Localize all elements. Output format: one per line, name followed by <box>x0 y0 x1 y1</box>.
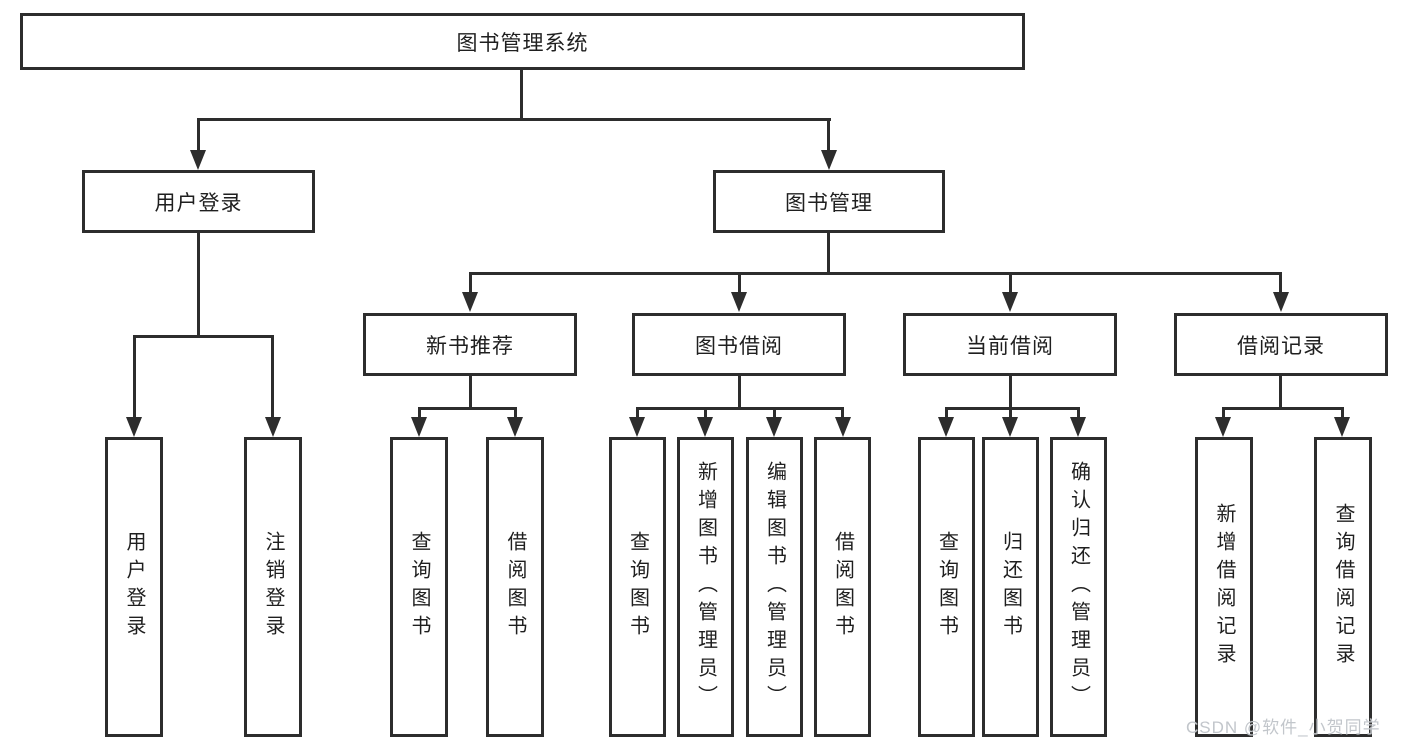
connector-borrow-records-bus <box>1222 407 1343 410</box>
arrow-into-nb-query <box>411 417 427 437</box>
leaf-nb-borrow-books-label: 借阅图书 <box>504 531 526 643</box>
arrow-into-new-book <box>462 292 478 312</box>
connector-drop-book-borrow <box>738 272 741 293</box>
connector-drop-borrow-records <box>1279 272 1282 293</box>
node-book-management: 图书管理 <box>713 170 945 233</box>
node-user-login: 用户登录 <box>82 170 315 233</box>
connector-drop-bb-add <box>704 407 707 419</box>
node-library-system: 图书管理系统 <box>20 13 1025 70</box>
node-book-management-label: 图书管理 <box>785 191 873 215</box>
connector-drop-nb-query <box>418 407 421 419</box>
node-borrow-records-label: 借阅记录 <box>1237 334 1325 358</box>
leaf-bb-borrow-books: 借阅图书 <box>814 437 871 737</box>
connector-drop-br-query <box>1341 407 1344 419</box>
arrow-into-borrow-records <box>1273 292 1289 312</box>
connector-book-management-bus <box>469 272 1282 275</box>
connector-new-book-stem <box>469 376 472 407</box>
connector-book-management-stem <box>827 233 830 272</box>
leaf-bb-borrow-books-label: 借阅图书 <box>831 531 854 643</box>
node-current-borrow-label: 当前借阅 <box>966 334 1054 358</box>
leaf-bb-query-books: 查询图书 <box>609 437 666 737</box>
node-book-borrow: 图书借阅 <box>632 313 846 376</box>
leaf-cb-return-books-label: 归还图书 <box>999 531 1022 643</box>
connector-drop-bb-edit <box>773 407 776 419</box>
node-new-book-recommend: 新书推荐 <box>363 313 577 376</box>
leaf-br-add-record: 新增借阅记录 <box>1195 437 1253 737</box>
connector-drop-new-book <box>469 272 472 293</box>
arrow-into-book-borrow <box>731 292 747 312</box>
leaf-logout: 注销登录 <box>244 437 302 737</box>
connector-drop-book-management <box>827 118 830 152</box>
arrow-into-cb-confirm <box>1070 417 1086 437</box>
arrow-into-current-borrow <box>1002 292 1018 312</box>
leaf-nb-query-books: 查询图书 <box>390 437 448 737</box>
csdn-watermark: CSDN @软件_小贺同学 <box>1186 718 1381 737</box>
arrow-into-login-leaf <box>126 417 142 437</box>
connector-current-borrow-stem <box>1009 376 1012 407</box>
connector-current-borrow-bus <box>945 407 1080 410</box>
node-user-login-label: 用户登录 <box>154 191 243 215</box>
node-book-borrow-label: 图书借阅 <box>695 334 783 358</box>
node-new-book-recommend-label: 新书推荐 <box>426 334 514 358</box>
connector-drop-current-borrow <box>1009 272 1012 293</box>
leaf-user-login: 用户登录 <box>105 437 163 737</box>
leaf-cb-return-books: 归还图书 <box>982 437 1039 737</box>
leaf-nb-query-books-label: 查询图书 <box>408 531 430 643</box>
leaf-bb-add-books-admin: 新增图书（管理员） <box>677 437 734 737</box>
arrow-into-user-login <box>190 150 206 170</box>
leaf-bb-edit-books-admin-label: 编辑图书（管理员） <box>763 461 786 713</box>
connector-user-login-stem <box>197 233 200 335</box>
connector-borrow-records-stem <box>1279 376 1282 407</box>
connector-drop-bb-query <box>636 407 639 419</box>
leaf-br-query-record: 查询借阅记录 <box>1314 437 1372 737</box>
leaf-bb-query-books-label: 查询图书 <box>626 531 649 643</box>
connector-drop-user-login <box>197 118 200 152</box>
leaf-logout-label: 注销登录 <box>262 531 284 643</box>
arrow-into-logout-leaf <box>265 417 281 437</box>
arrow-into-cb-return <box>1002 417 1018 437</box>
node-current-borrow: 当前借阅 <box>903 313 1117 376</box>
leaf-br-query-record-label: 查询借阅记录 <box>1332 503 1354 671</box>
connector-drop-br-add <box>1222 407 1225 419</box>
connector-book-borrow-stem <box>738 376 741 407</box>
connector-drop-login-leaf <box>133 335 136 417</box>
connector-drop-cb-query <box>945 407 948 419</box>
connector-drop-cb-return <box>1009 407 1012 419</box>
leaf-br-add-record-label: 新增借阅记录 <box>1213 503 1235 671</box>
leaf-user-login-label: 用户登录 <box>123 531 145 643</box>
arrow-into-book-management <box>821 150 837 170</box>
node-library-system-label: 图书管理系统 <box>456 31 589 55</box>
leaf-bb-add-books-admin-label: 新增图书（管理员） <box>694 461 717 713</box>
leaf-nb-borrow-books: 借阅图书 <box>486 437 544 737</box>
leaf-cb-query-books-label: 查询图书 <box>935 531 958 643</box>
connector-root-bus <box>197 118 831 121</box>
leaf-cb-confirm-return-admin-label: 确认归还（管理员） <box>1067 461 1090 713</box>
arrow-into-bb-add <box>697 417 713 437</box>
connector-drop-nb-borrow <box>514 407 517 419</box>
connector-user-login-bus <box>133 335 274 338</box>
connector-book-borrow-bus <box>636 407 844 410</box>
leaf-bb-edit-books-admin: 编辑图书（管理员） <box>746 437 803 737</box>
arrow-into-bb-edit <box>766 417 782 437</box>
node-borrow-records: 借阅记录 <box>1174 313 1388 376</box>
arrow-into-cb-query <box>938 417 954 437</box>
connector-drop-bb-borrow <box>841 407 844 419</box>
leaf-cb-confirm-return-admin: 确认归还（管理员） <box>1050 437 1107 737</box>
connector-drop-logout-leaf <box>271 335 274 417</box>
arrow-into-br-query <box>1334 417 1350 437</box>
connector-new-book-bus <box>418 407 517 410</box>
leaf-cb-query-books: 查询图书 <box>918 437 975 737</box>
arrow-into-br-add <box>1215 417 1231 437</box>
connector-drop-cb-confirm <box>1077 407 1080 419</box>
arrow-into-bb-query <box>629 417 645 437</box>
arrow-into-bb-borrow <box>835 417 851 437</box>
connector-root-stem <box>520 70 523 118</box>
arrow-into-nb-borrow <box>507 417 523 437</box>
